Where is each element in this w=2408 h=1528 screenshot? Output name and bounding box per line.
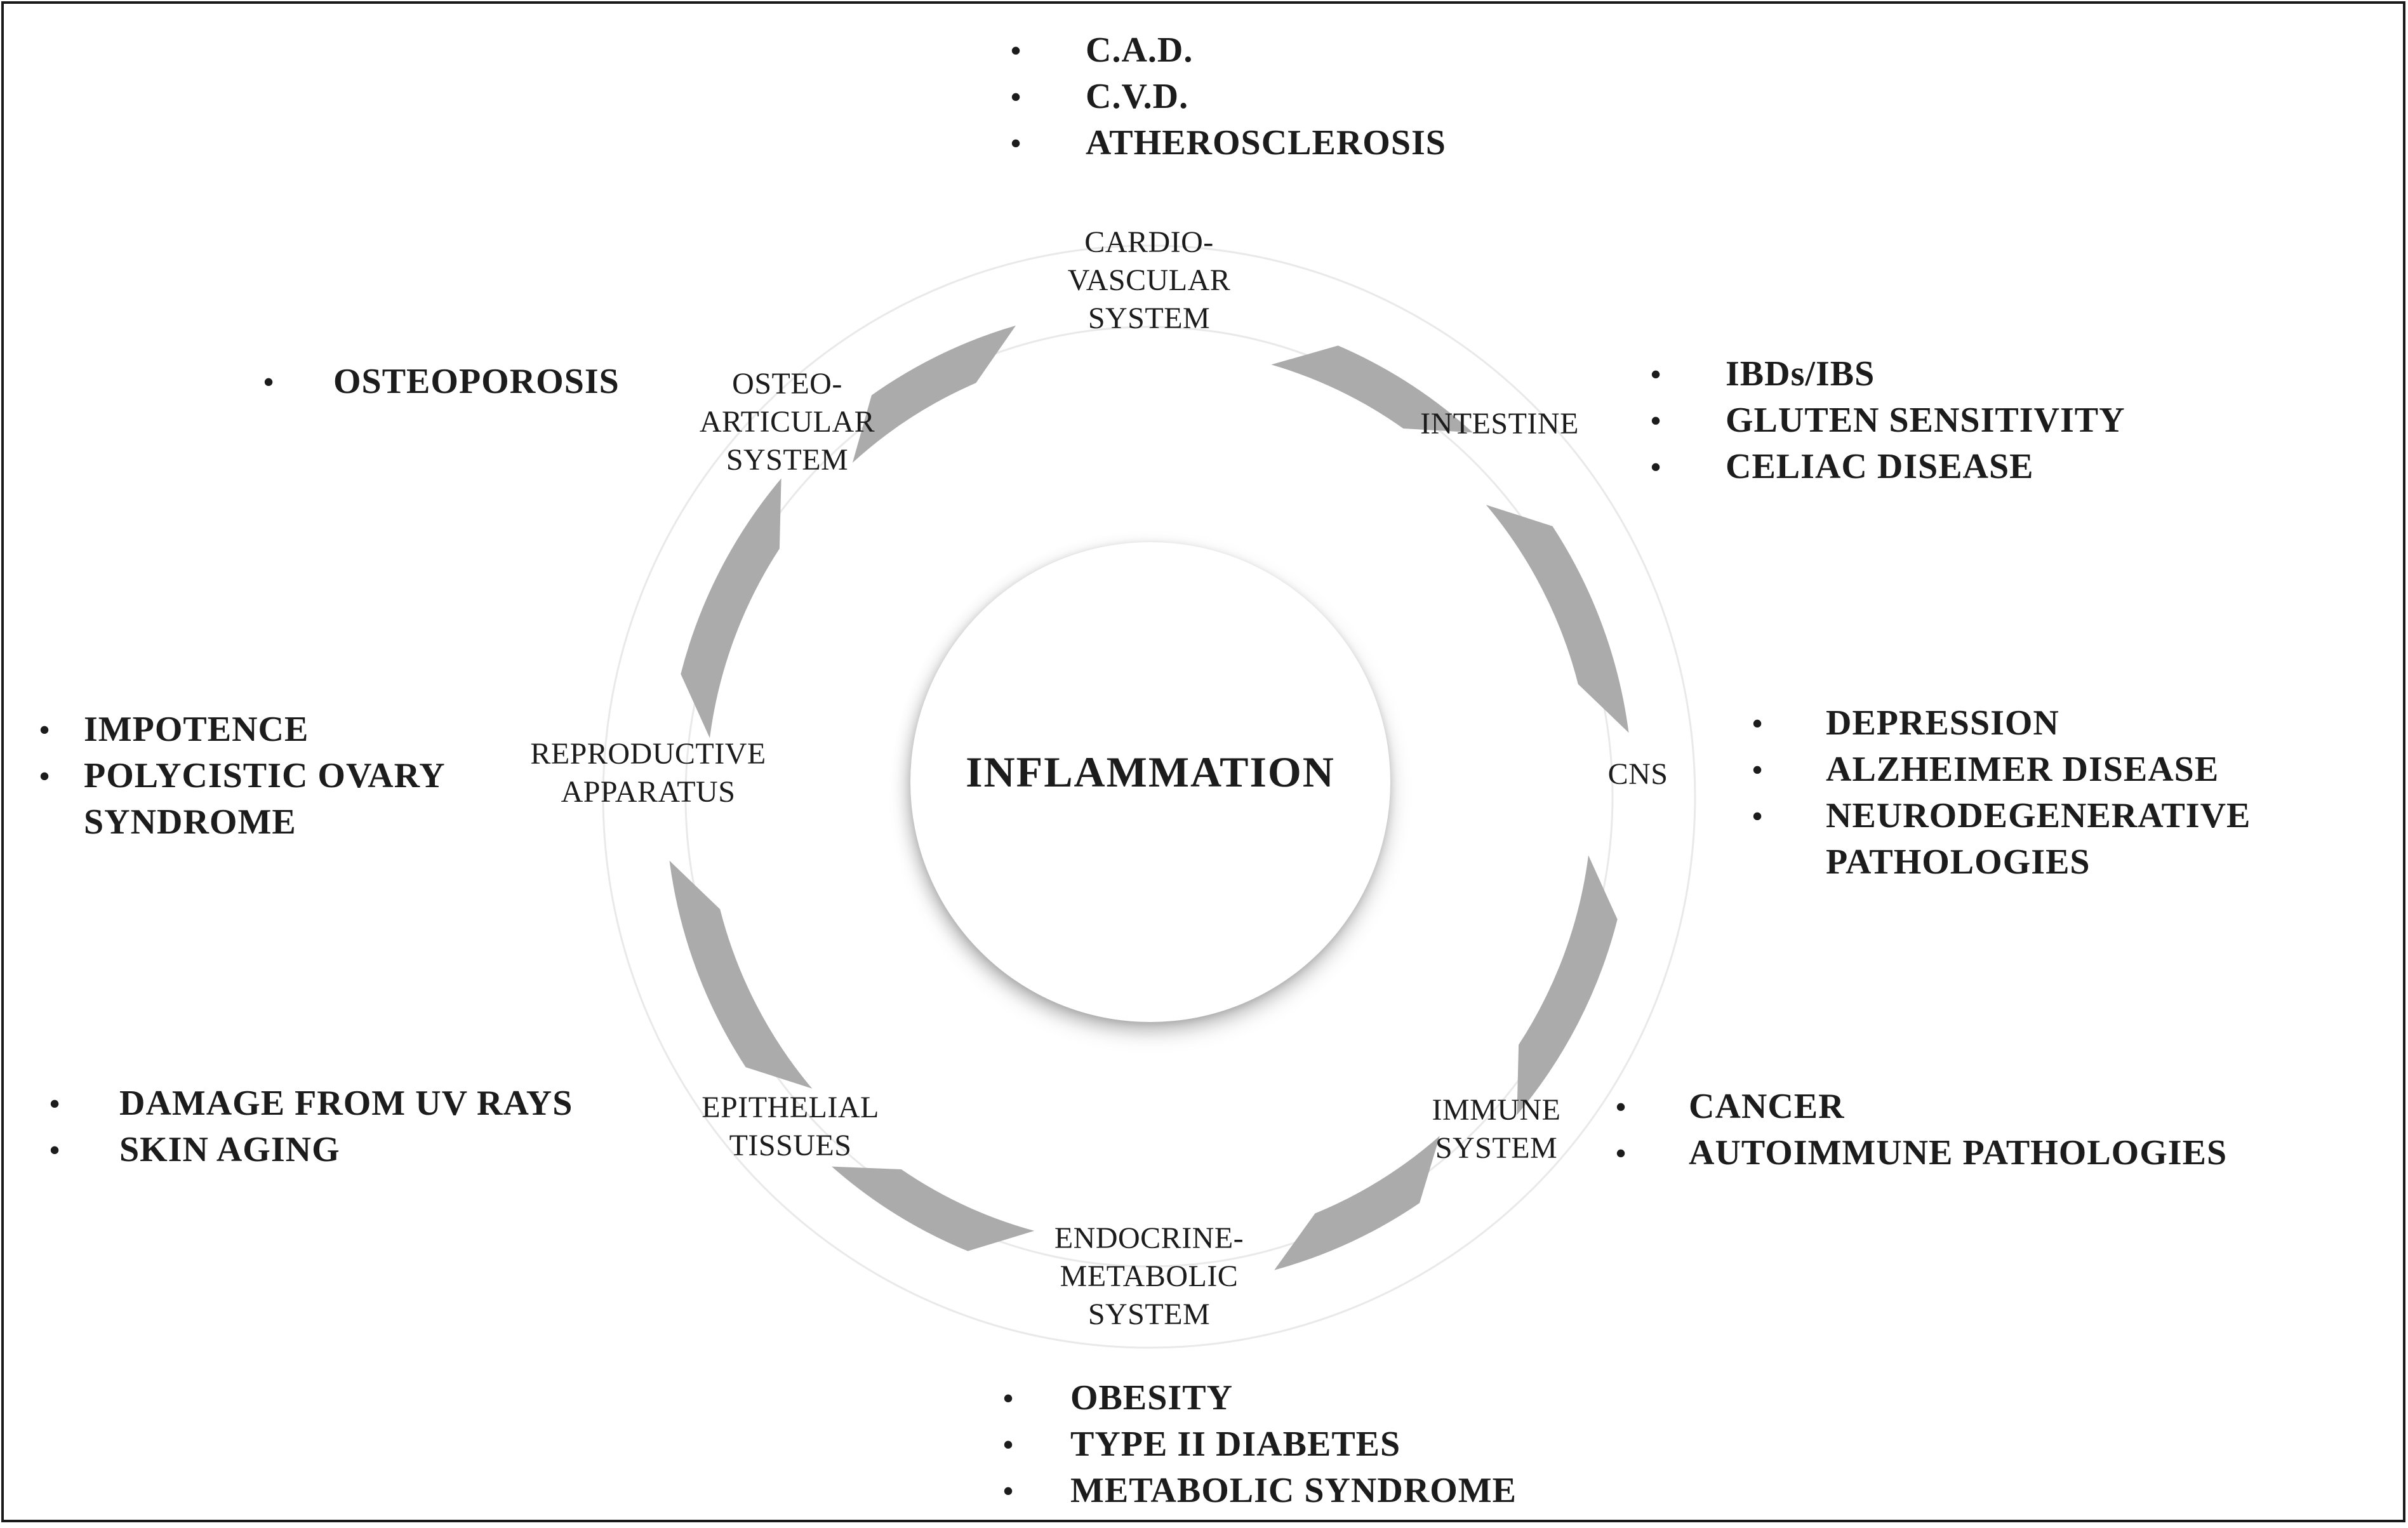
disease-item: ALZHEIMER DISEASE: [1752, 747, 2270, 793]
system-label-intestine: INTESTINE: [1420, 407, 1579, 441]
ring-guide-line: [684, 326, 1614, 1268]
system-label-endocrine: ENDOCRINE- METABOLIC SYSTEM: [1054, 1221, 1244, 1331]
disease-item: C.V.D.: [1011, 74, 1446, 120]
ring-segment: [1517, 855, 1618, 1115]
disease-item: DEPRESSION: [1752, 700, 2270, 747]
disease-list-intestine: IBDs/IBS GLUTEN SENSITIVITY CELIAC DISEA…: [1651, 351, 2125, 490]
ring-segment: [832, 1166, 1035, 1251]
system-label-immune: IMMUNE SYSTEM: [1432, 1093, 1561, 1165]
system-label-cns: CNS: [1607, 757, 1668, 791]
ring-guide-line: [602, 244, 1696, 1349]
ring-segment: [1274, 1136, 1440, 1270]
disease-item: GLUTEN SENSITIVITY: [1651, 397, 2125, 444]
disease-list-epithelial: DAMAGE FROM UV RAYS SKIN AGING: [50, 1080, 573, 1173]
disease-item: DAMAGE FROM UV RAYS: [50, 1080, 573, 1127]
ring-segment: [852, 325, 1016, 463]
disease-item: OSTEOPOROSIS: [263, 359, 620, 405]
disease-list-osteoarticular: OSTEOPOROSIS: [263, 359, 620, 405]
system-label-epithelial: EPITHELIAL TISSUES: [702, 1091, 879, 1162]
disease-item: NEURODEGENERATIVE PATHOLOGIES: [1752, 793, 2270, 886]
ring-segment: [1486, 505, 1629, 733]
disease-item: POLYCISTIC OVARY SYNDROME: [39, 753, 503, 846]
ring-segment: [1271, 345, 1473, 433]
system-label-reproductive: REPRODUCTIVE APPARATUS: [530, 737, 766, 809]
disease-list-cardiovascular: C.A.D. C.V.D. ATHEROSCLEROSIS: [1011, 27, 1446, 166]
disease-list-cns: DEPRESSION ALZHEIMER DISEASE NEURODEGENE…: [1752, 700, 2270, 886]
disease-item: CELIAC DISEASE: [1651, 444, 2125, 490]
system-label-osteoarticular: OSTEO- ARTICULAR SYSTEM: [699, 367, 875, 477]
disease-list-immune: CANCER AUTOIMMUNE PATHOLOGIES: [1616, 1084, 2227, 1176]
disease-item: OBESITY: [1003, 1375, 1517, 1421]
disease-item: ATHEROSCLEROSIS: [1011, 120, 1446, 166]
disease-list-reproductive: IMPOTENCE POLYCISTIC OVARY SYNDROME: [39, 707, 503, 846]
disease-item: IBDs/IBS: [1651, 351, 2125, 397]
disease-list-endocrine: OBESITY TYPE II DIABETES METABOLIC SYNDR…: [1003, 1375, 1517, 1514]
ring-segment: [669, 860, 813, 1089]
inflammation-hub: INFLAMMATION: [910, 542, 1390, 1022]
disease-item: CANCER: [1616, 1084, 2227, 1130]
system-label-cardiovascular: CARDIO- VASCULAR SYSTEM: [1067, 225, 1231, 335]
disease-item: METABOLIC SYNDROME: [1003, 1468, 1517, 1514]
disease-item: C.A.D.: [1011, 27, 1446, 74]
ring-segment: [681, 478, 782, 738]
disease-item: TYPE II DIABETES: [1003, 1421, 1517, 1468]
disease-item: SKIN AGING: [50, 1127, 573, 1173]
disease-item: IMPOTENCE: [39, 707, 503, 753]
hub-label: INFLAMMATION: [966, 747, 1335, 796]
disease-item: AUTOIMMUNE PATHOLOGIES: [1616, 1130, 2227, 1176]
